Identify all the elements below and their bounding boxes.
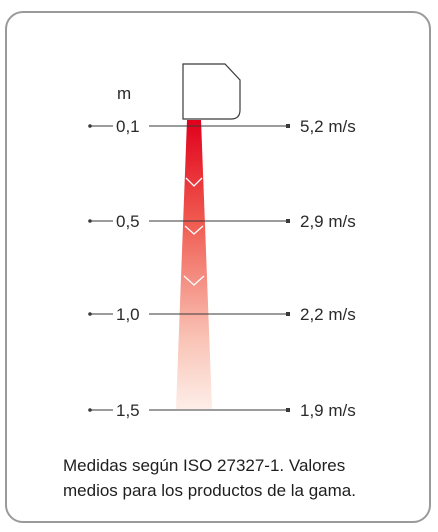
- left-tick-dot: [88, 219, 92, 223]
- velocity-label: 5,2 m/s: [300, 117, 356, 136]
- flow-chevron-icon: [183, 275, 205, 286]
- left-tick-dot: [88, 312, 92, 316]
- distance-row: 1,5 1,9 m/s: [88, 401, 356, 420]
- distance-line-end: [286, 408, 290, 412]
- distance-line-end: [286, 124, 290, 128]
- velocity-label: 2,2 m/s: [300, 305, 356, 324]
- left-tick-dot: [88, 124, 92, 128]
- velocity-label: 2,9 m/s: [300, 212, 356, 231]
- unit-label: m: [117, 84, 131, 103]
- left-tick-dot: [88, 408, 92, 412]
- distance-label: 0,5: [116, 212, 140, 231]
- fan-unit-icon: [182, 63, 241, 120]
- distance-label: 1,0: [116, 305, 140, 324]
- air-jet: [176, 120, 212, 409]
- velocity-label: 1,9 m/s: [300, 401, 356, 420]
- distance-label: 0,1: [116, 117, 140, 136]
- flow-chevron-icon: [185, 177, 203, 187]
- distance-row: 0,1 5,2 m/s: [88, 117, 356, 136]
- flow-chevron-icon: [184, 225, 204, 235]
- distance-label: 1,5: [116, 401, 140, 420]
- caption-line-1: Medidas según ISO 27327-1. Valores: [63, 456, 346, 475]
- distance-row: 1,0 2,2 m/s: [88, 305, 356, 324]
- distance-line-end: [286, 219, 290, 223]
- distance-row: 0,5 2,9 m/s: [88, 212, 356, 231]
- caption: Medidas según ISO 27327-1. Valores medio…: [63, 453, 403, 503]
- caption-line-2: medios para los productos de la gama.: [63, 481, 356, 500]
- distance-rows: 0,1 5,2 m/s 0,5 2,9 m/s 1,0 2,2 m/s 1,5 1,9 m/s: [88, 117, 356, 420]
- distance-line-end: [286, 312, 290, 316]
